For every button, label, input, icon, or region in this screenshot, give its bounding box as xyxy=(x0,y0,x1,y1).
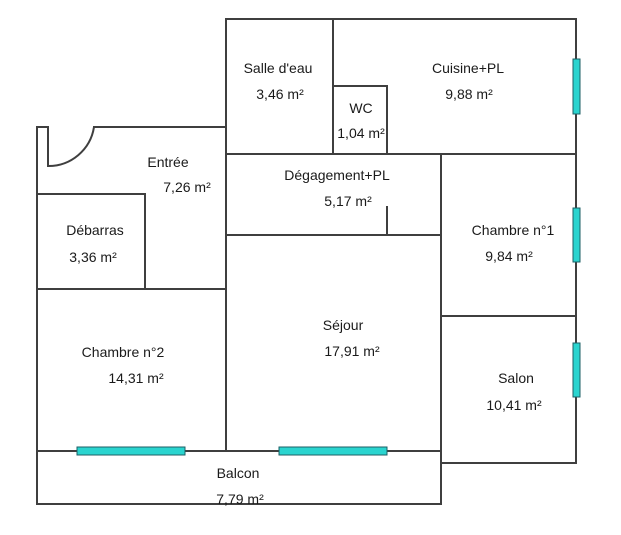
label-debarras-area: 3,36 m² xyxy=(69,249,117,265)
label-balcon-name: Balcon xyxy=(217,465,260,481)
label-salon-name: Salon xyxy=(498,370,534,386)
room-labels: Salle d'eau 3,46 m² Cuisine+PL 9,88 m² W… xyxy=(66,60,554,507)
label-salle-eau-area: 3,46 m² xyxy=(256,86,304,102)
window-cuisine xyxy=(572,58,581,115)
label-salon-area: 10,41 m² xyxy=(486,397,542,413)
label-salle-eau-name: Salle d'eau xyxy=(244,60,313,76)
label-chambre1-name: Chambre n°1 xyxy=(472,222,555,238)
label-chambre2-area: 14,31 m² xyxy=(108,370,164,386)
label-degagement-name: Dégagement+PL xyxy=(284,167,390,183)
label-entree-name: Entrée xyxy=(147,154,188,170)
label-sejour-name: Séjour xyxy=(323,317,364,333)
label-cuisine-area: 9,88 m² xyxy=(445,86,493,102)
label-wc-name: WC xyxy=(349,100,372,116)
walls xyxy=(36,18,577,505)
door-arc xyxy=(47,126,95,168)
window-salon xyxy=(572,342,581,398)
label-wc-area: 1,04 m² xyxy=(337,125,385,141)
label-balcon-area: 7,79 m² xyxy=(216,491,264,507)
windows xyxy=(76,58,581,456)
window-sejour xyxy=(278,446,388,456)
label-degagement-area: 5,17 m² xyxy=(324,193,372,209)
label-entree-area: 7,26 m² xyxy=(163,179,211,195)
window-chambre1 xyxy=(572,207,581,263)
label-chambre2-name: Chambre n°2 xyxy=(82,344,165,360)
label-sejour-area: 17,91 m² xyxy=(324,343,380,359)
window-chambre2 xyxy=(76,446,186,456)
label-debarras-name: Débarras xyxy=(66,222,124,238)
label-chambre1-area: 9,84 m² xyxy=(485,248,533,264)
label-cuisine-name: Cuisine+PL xyxy=(432,60,504,76)
